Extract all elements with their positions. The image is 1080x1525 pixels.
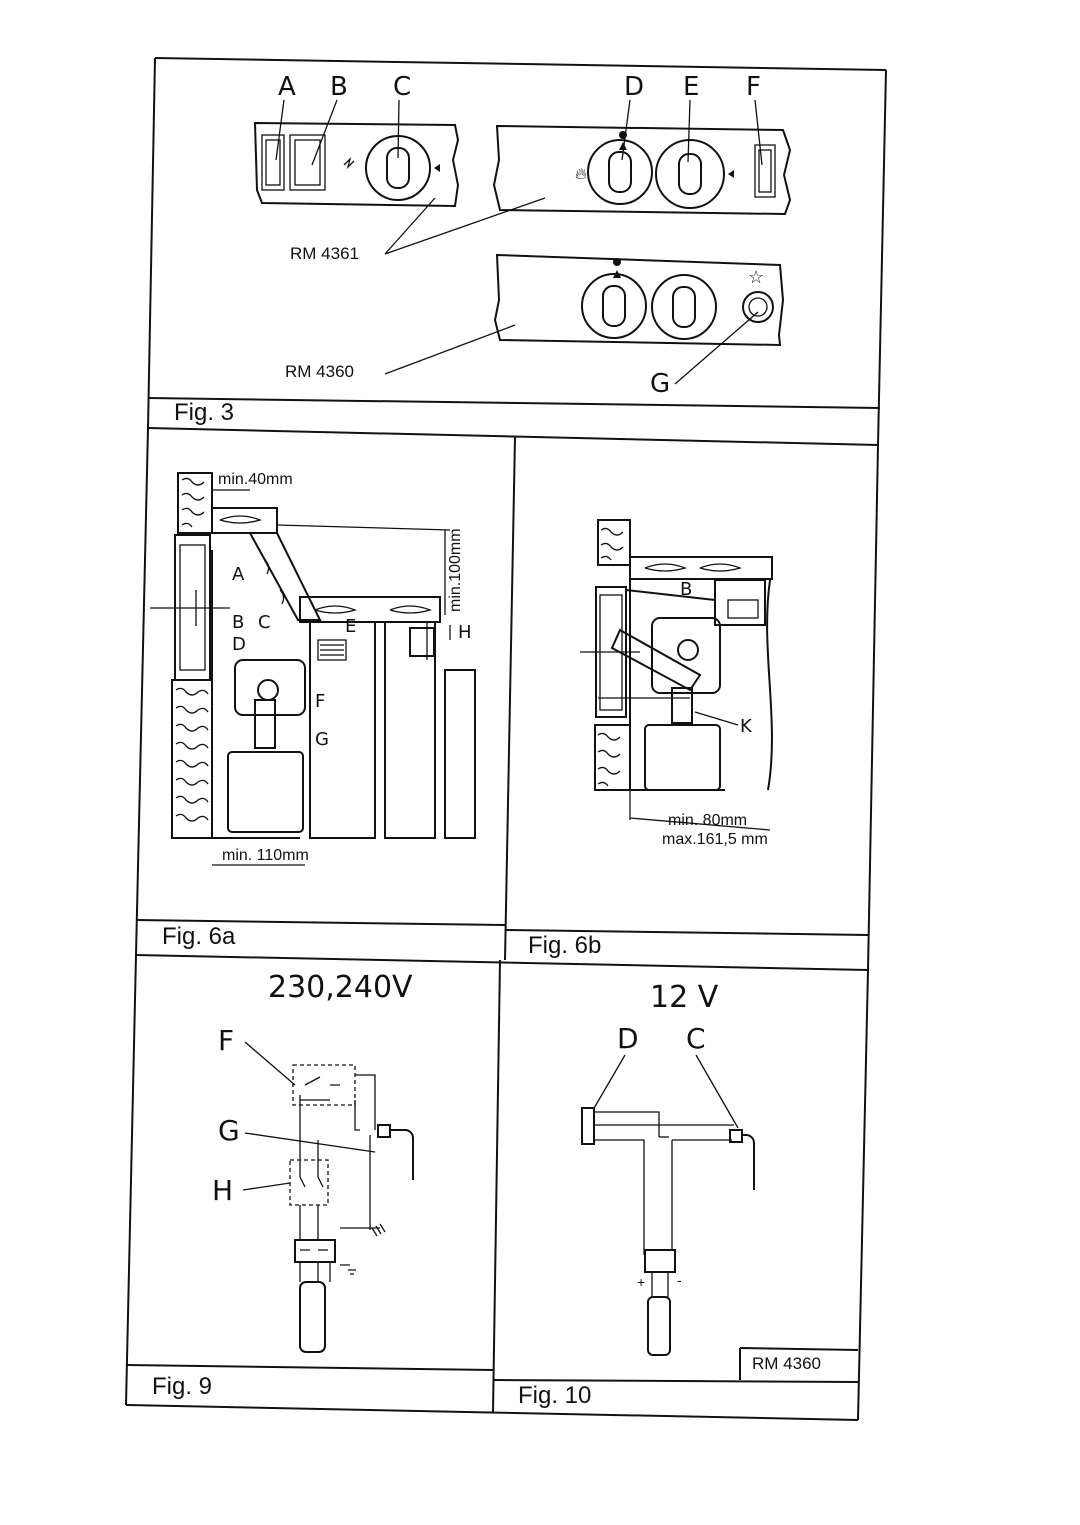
star-icon: ☆ <box>748 267 764 287</box>
fig10-caption: Fig. 10 <box>518 1382 591 1409</box>
fig6a-label-g: G <box>315 729 329 750</box>
fig3-label-c: C <box>393 72 411 102</box>
flame-icon: 🔥︎ <box>575 166 587 183</box>
fig6a-label-d: D <box>232 634 246 655</box>
fig6a-caption: Fig. 6a <box>162 923 236 950</box>
fig6b-label-k: K <box>740 716 753 737</box>
fig9-label-f: F <box>218 1024 234 1057</box>
fig10-model: RM 4360 <box>752 1354 821 1373</box>
fig3-label-e: E <box>683 72 699 102</box>
fig9-caption: Fig. 9 <box>152 1373 212 1400</box>
fig10-label-d: D <box>617 1022 639 1055</box>
fig6b-label-b: B <box>680 579 692 600</box>
fig10-minus: - <box>677 1272 682 1288</box>
fig9-voltage: 230,240V <box>268 970 413 1005</box>
fig6a-label-h: H <box>458 622 472 643</box>
fig6a-label-f: F <box>315 691 325 712</box>
fig3-model-rm4360: RM 4360 <box>285 362 354 381</box>
fig6a-dim-bottom: min. 110mm <box>222 847 309 864</box>
fig6a-dim-top: min.40mm <box>218 471 293 488</box>
fig3-model-rm4361: RM 4361 <box>290 244 359 263</box>
fig10: 12 V D C + - RM 4360 Fig. 10 <box>518 980 821 1409</box>
fig6a-dim-side: min.100mm <box>447 528 464 612</box>
fig3-label-b: B <box>330 72 348 102</box>
fig3-label-f: F <box>746 72 761 102</box>
fig10-plus: + <box>637 1274 645 1290</box>
fig6b-dim-max: max.161,5 mm <box>662 831 768 848</box>
fig6b-caption: Fig. 6b <box>528 932 601 959</box>
fig6a-label-a: A <box>232 564 245 585</box>
fig10-voltage: 12 V <box>650 980 719 1015</box>
fig6a: min.40mm min.100mm min. 110mm A B C D E … <box>150 471 476 950</box>
fig6a-label-b: B <box>232 612 244 633</box>
fig6b: B K min. 80mm max.161,5 mm Fig. 6b <box>528 519 773 959</box>
fig6b-dim-min: min. 80mm <box>668 812 747 829</box>
fig6a-label-c: C <box>258 612 271 633</box>
fig3-label-g: G <box>650 369 670 399</box>
fig3-caption: Fig. 3 <box>174 399 234 426</box>
fig9: 230,240V F G H Fig. 9 <box>152 970 414 1400</box>
fig9-label-g: G <box>218 1114 240 1147</box>
fig9-label-h: H <box>212 1174 233 1207</box>
lightning-icon <box>343 156 355 170</box>
fig10-label-c: C <box>686 1022 706 1055</box>
fig3-label-d: D <box>624 72 644 102</box>
frames <box>125 57 887 1421</box>
fig6a-label-e: E <box>345 616 356 637</box>
fig3: 🔥︎ ☆ A B C D E F G RM 4361 RM 4360 Fig. <box>174 72 792 426</box>
fig3-label-a: A <box>278 72 296 102</box>
